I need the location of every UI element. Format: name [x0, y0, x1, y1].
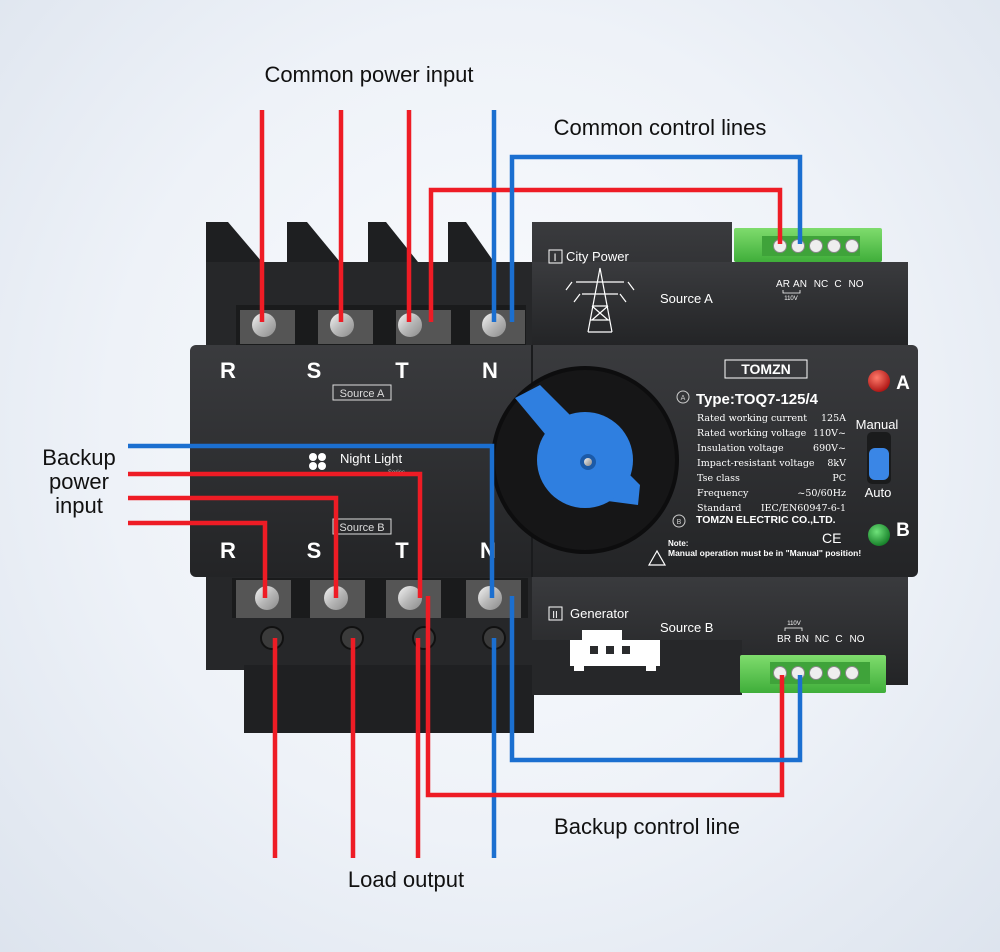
common-control-wire-ar [428, 187, 783, 322]
spec-label: Tse class [697, 473, 740, 484]
source-b-tag-frame [332, 518, 392, 535]
mode-auto-label: Auto [865, 485, 892, 500]
position-b-marker [672, 514, 686, 528]
upper-module-roman: I [553, 252, 556, 264]
top-terminal-label-n: N [482, 358, 498, 383]
note-title: Note: [668, 539, 688, 548]
backup-input-wire-s [128, 495, 339, 598]
lower-module-source: Source B [660, 620, 713, 635]
control-terminal-block-b [740, 655, 886, 693]
upper-module: I City Power Source A [548, 249, 713, 333]
terminal-a-label-nc: NC [814, 279, 828, 290]
lower-module-title: Generator [570, 606, 629, 621]
top-terminal-label-s: S [307, 358, 322, 383]
terminal-a-label-no: NO [849, 279, 864, 290]
spec-label: Frequency [697, 488, 749, 499]
spec-table: Rated working current 125A Rated working v… [697, 413, 846, 514]
terminal-a-voltage: 110V [784, 296, 798, 302]
spec-value: 8kV [827, 458, 846, 469]
spec-label: Standard [697, 503, 741, 514]
spec-value: 125A [821, 413, 846, 424]
source-a-tag: Source A [340, 388, 385, 400]
ce-mark: CE [822, 530, 841, 546]
terminal-b-voltage-bracket [784, 627, 803, 631]
spec-value: ~50/60Hz [797, 488, 846, 499]
terminal-a-label-ar: AR [776, 279, 790, 290]
lower-module: II Generator Source B [548, 606, 713, 671]
bottom-terminal-label-r: R [220, 538, 236, 563]
company-name: TOMZN ELECTRIC CO.,LTD. [696, 514, 836, 526]
lower-module-roman: II [552, 610, 558, 621]
terminal-a-voltage-bracket [782, 290, 801, 294]
warning-icon [647, 549, 667, 566]
terminal-b-label-bn: BN [795, 634, 809, 645]
upper-module-title: City Power [566, 249, 630, 264]
indicator-a-label: A [896, 373, 910, 394]
top-terminal-label-r: R [220, 358, 236, 383]
position-b-letter: B [677, 519, 682, 526]
source-a-tag-frame [332, 384, 392, 401]
backup-control-wire-bn [509, 596, 803, 763]
terminal-a-label-c: C [834, 279, 841, 290]
series-logo-name: Night Light [340, 451, 403, 466]
brand-plate [724, 359, 808, 379]
note-text: Manual operation must be in "Manual" pos… [668, 548, 861, 558]
mode-manual-label: Manual [856, 417, 899, 432]
control-terminal-block-a [734, 228, 882, 262]
backup-control-wire-br [425, 596, 785, 798]
upper-module-source: Source A [660, 291, 713, 306]
terminal-b-label-no: NO [850, 634, 865, 645]
backup-input-wire-r [128, 520, 268, 598]
spec-label: Rated working voltage [697, 428, 807, 439]
backup-input-wire-n [128, 443, 495, 598]
position-a-marker [676, 390, 690, 404]
terminal-b-label-nc: NC [815, 634, 829, 645]
spec-value: 690V~ [813, 443, 846, 454]
spec-label: Rated working current [697, 413, 807, 424]
callout-backup-line-3: input [55, 493, 103, 518]
callout-common-control-lines: Common control lines [554, 115, 767, 140]
spec-value: IEC/EN60947-6-1 [761, 503, 846, 514]
spec-value: 110V~ [813, 428, 846, 439]
terminal-b-label-br: BR [777, 634, 791, 645]
wiring [128, 110, 803, 858]
callout-backup-control-line: Backup control line [554, 814, 740, 839]
source-b-indicator-light [868, 524, 890, 546]
backup-input-wire-t [128, 471, 423, 598]
product-type: Type:TOQ7-125/4 [696, 391, 819, 408]
callout-backup-line-2: power [49, 469, 109, 494]
callout-backup-line-1: Backup [42, 445, 115, 470]
spec-value: PC [832, 473, 846, 484]
generator-icon [570, 630, 660, 671]
callout-common-power-input: Common power input [264, 62, 473, 87]
rotary-switch-handle[interactable] [491, 366, 679, 554]
callout-load-output: Load output [348, 867, 464, 892]
night-light-logo-icon [309, 453, 326, 470]
spec-label: Impact-resistant voltage [697, 458, 815, 469]
power-tower-icon [565, 267, 635, 333]
top-terminal-label-t: T [395, 358, 409, 383]
terminal-b-voltage: 110V [787, 621, 801, 627]
source-b-tag: Source B [339, 522, 384, 534]
indicator-b-label: B [896, 520, 910, 541]
source-a-indicator-light [868, 370, 890, 392]
bottom-terminal-label-t: T [395, 538, 409, 563]
common-control-wire-an [509, 154, 803, 322]
spec-label: Insulation voltage [697, 443, 784, 454]
terminal-a-label-an: AN [793, 279, 807, 290]
terminal-b-label-c: C [835, 634, 842, 645]
brand-name: TOMZN [741, 361, 791, 377]
position-a-letter: A [681, 395, 686, 402]
mode-toggle-switch[interactable] [869, 448, 889, 480]
top-terminal-screws [236, 305, 526, 345]
bottom-terminal-label-s: S [307, 538, 322, 563]
